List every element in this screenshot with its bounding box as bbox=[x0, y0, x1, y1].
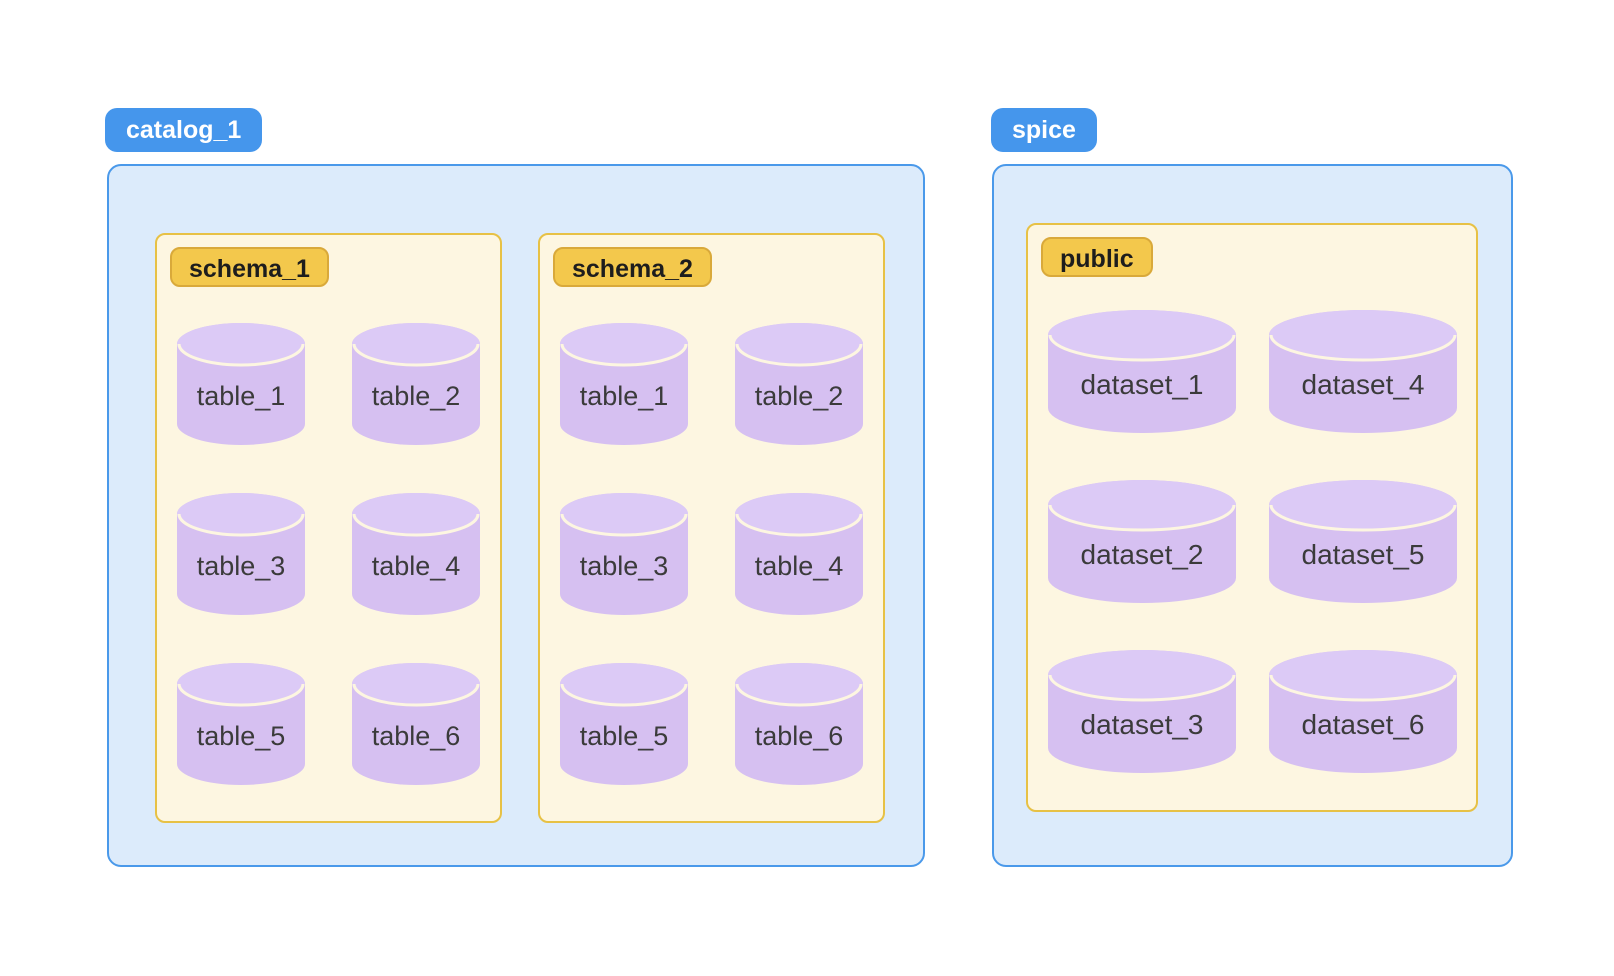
table-cylinder-icon: table_4 bbox=[735, 493, 863, 615]
dataset-label: dataset_3 bbox=[1080, 709, 1203, 740]
schema-1-badge: schema_1 bbox=[170, 247, 329, 287]
schema-1-table-grid: table_1 table_2 table_3 table_4 bbox=[157, 323, 500, 785]
table-label: table_5 bbox=[197, 721, 286, 751]
table-cylinder-icon: table_1 bbox=[177, 323, 305, 445]
dataset-label: dataset_6 bbox=[1301, 709, 1424, 740]
catalog-1-badge: catalog_1 bbox=[105, 108, 263, 152]
public-box: public dataset_1 dataset_4 dataset_2 bbox=[1026, 223, 1478, 812]
table-label: table_2 bbox=[755, 381, 844, 411]
table-cylinder-icon: table_3 bbox=[177, 493, 305, 615]
dataset-label: dataset_5 bbox=[1301, 539, 1424, 570]
table-label: table_3 bbox=[580, 551, 669, 581]
schema-1-box: schema_1 table_1 table_2 table_3 bbox=[155, 233, 502, 823]
table-cylinder-icon: table_3 bbox=[560, 493, 688, 615]
table-cylinder-icon: table_2 bbox=[735, 323, 863, 445]
schema-2-table-grid: table_1 table_2 table_3 table_4 bbox=[540, 323, 883, 785]
dataset-cylinder-icon: dataset_6 bbox=[1268, 650, 1457, 773]
spice-badge: spice bbox=[991, 108, 1097, 152]
dataset-label: dataset_2 bbox=[1080, 539, 1203, 570]
table-cylinder-icon: table_4 bbox=[352, 493, 480, 615]
dataset-cylinder-icon: dataset_4 bbox=[1268, 310, 1457, 433]
table-cylinder-icon: table_6 bbox=[735, 663, 863, 785]
table-label: table_1 bbox=[197, 381, 286, 411]
table-cylinder-icon: table_2 bbox=[352, 323, 480, 445]
table-label: table_6 bbox=[372, 721, 461, 751]
table-cylinder-icon: table_1 bbox=[560, 323, 688, 445]
dataset-cylinder-icon: dataset_3 bbox=[1047, 650, 1236, 773]
table-label: table_4 bbox=[372, 551, 461, 581]
schema-2-box: schema_2 table_1 table_2 table_3 bbox=[538, 233, 885, 823]
table-label: table_3 bbox=[197, 551, 286, 581]
table-label: table_4 bbox=[755, 551, 844, 581]
public-badge: public bbox=[1041, 237, 1153, 277]
table-cylinder-icon: table_6 bbox=[352, 663, 480, 785]
dataset-label: dataset_1 bbox=[1080, 369, 1203, 400]
dataset-label: dataset_4 bbox=[1301, 369, 1424, 400]
table-cylinder-icon: table_5 bbox=[177, 663, 305, 785]
table-label: table_1 bbox=[580, 381, 669, 411]
table-label: table_6 bbox=[755, 721, 844, 751]
table-cylinder-icon: table_5 bbox=[560, 663, 688, 785]
schema-2-badge: schema_2 bbox=[553, 247, 712, 287]
public-dataset-grid: dataset_1 dataset_4 dataset_2 dataset_5 bbox=[1028, 310, 1476, 773]
table-label: table_2 bbox=[372, 381, 461, 411]
table-label: table_5 bbox=[580, 721, 669, 751]
dataset-cylinder-icon: dataset_1 bbox=[1047, 310, 1236, 433]
dataset-cylinder-icon: dataset_5 bbox=[1268, 480, 1457, 603]
dataset-cylinder-icon: dataset_2 bbox=[1047, 480, 1236, 603]
